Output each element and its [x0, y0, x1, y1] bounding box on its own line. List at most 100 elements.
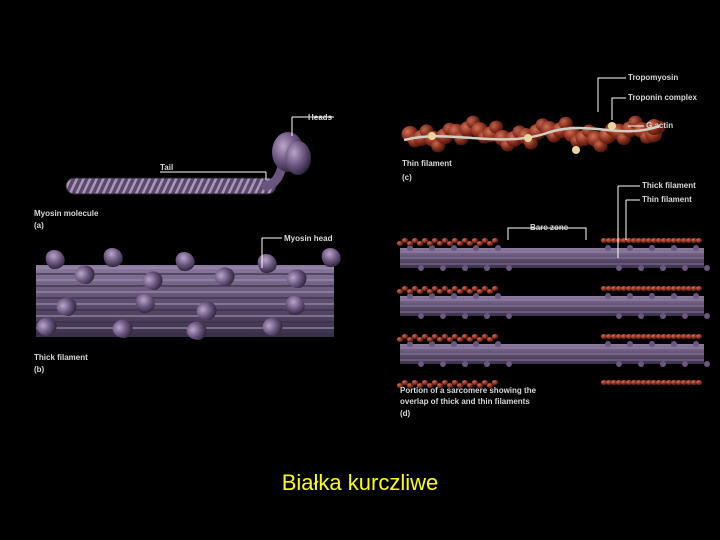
troponin-complex-1	[428, 132, 436, 140]
thin-filament-bead	[426, 382, 434, 389]
cross-bridge	[638, 313, 644, 319]
myosin-tail	[65, 177, 277, 195]
myosin-head-shape	[45, 249, 65, 270]
cross-bridge	[495, 245, 501, 251]
thin-filament-bead	[645, 285, 653, 292]
thin-filament-bead	[665, 237, 673, 244]
thin-filament-bead	[640, 379, 648, 386]
thin-filament-bead	[476, 240, 484, 247]
thin-filament-bead	[610, 285, 618, 292]
thin-filament-bead	[406, 382, 414, 389]
cross-bridge	[506, 313, 512, 319]
cross-bridge	[693, 293, 699, 299]
thin-filament-bead	[605, 379, 613, 386]
cross-bridge	[649, 341, 655, 347]
cross-bridge	[407, 245, 413, 251]
cross-bridge	[451, 341, 457, 347]
myosin-head-bulb	[196, 301, 217, 321]
thin-filament-bead	[680, 237, 688, 244]
thin-filament-bead	[411, 285, 419, 292]
thin-filament-bead	[401, 237, 409, 244]
sarcomere-caption-line-1: Portion of a sarcomere showing the	[400, 386, 537, 395]
thin-filament-bead	[451, 237, 459, 244]
thin-filament-bead	[640, 237, 648, 244]
thin-filament-bead	[471, 285, 479, 292]
thin-filament-bead	[695, 285, 703, 292]
thin-filament-bead	[630, 379, 638, 386]
myosin-head-shape	[112, 319, 133, 339]
thin-filament-bead	[441, 379, 449, 386]
thin-filament-bead	[411, 379, 419, 386]
thin-filament-bead	[486, 288, 494, 295]
thin-filament-bead	[456, 240, 464, 247]
actin-beads	[401, 115, 666, 153]
cross-bridge	[693, 245, 699, 251]
thin-filament-bead	[670, 333, 678, 340]
myosin-head-bulb	[74, 265, 95, 285]
thin-filament-bead	[451, 285, 459, 292]
myosin-head-shape	[135, 293, 155, 314]
cross-bridge	[649, 245, 655, 251]
thin-filament-bead	[690, 285, 698, 292]
cross-bridge	[440, 313, 446, 319]
thin-filament-bead	[441, 237, 449, 244]
thin-filament-bead	[476, 288, 484, 295]
thin-filament-bead	[600, 333, 608, 340]
thin-filament-bead	[630, 333, 638, 340]
cross-bridge	[671, 245, 677, 251]
thin-filament-bead	[421, 379, 429, 386]
cross-bridge	[451, 245, 457, 251]
thin-filament-bead	[630, 285, 638, 292]
thin-filament-bead	[670, 285, 678, 292]
myosin-head-shape	[214, 267, 235, 287]
thin-filament-bead	[665, 333, 673, 340]
thin-filament-bead	[436, 382, 444, 389]
thin-filament-bead	[441, 333, 449, 340]
thin-filament-bead	[615, 237, 623, 244]
thin-filament-bead	[660, 333, 668, 340]
thin-filament-bead	[605, 333, 613, 340]
thin-filament-bead	[481, 379, 489, 386]
thin-filament-bead	[650, 333, 658, 340]
cross-bridge	[506, 265, 512, 271]
cross-bridge	[429, 245, 435, 251]
thin-filament-bead	[456, 382, 464, 389]
myosin-head-bulb	[36, 317, 57, 337]
thin-filament-bead	[451, 379, 459, 386]
cross-bridge	[704, 313, 710, 319]
thin-filament-bead	[680, 379, 688, 386]
thin-filament-label: Thin filament	[402, 159, 452, 168]
thin-filament-bead	[481, 333, 489, 340]
cross-bridge	[704, 265, 710, 271]
myosin-head-bulb	[56, 297, 77, 317]
thin-filament-bead	[610, 333, 618, 340]
thin-filament-bead	[456, 336, 464, 343]
myosin-molecule	[65, 116, 334, 195]
myosin-head-label: Myosin head	[284, 234, 333, 243]
thin-filament-bead	[635, 285, 643, 292]
cross-bridge	[638, 265, 644, 271]
thin-filament-bead	[675, 379, 683, 386]
thin-filament-bead	[401, 379, 409, 386]
thin-filament-bead	[670, 379, 678, 386]
thin-filament-bead	[640, 285, 648, 292]
thick-filament-heads	[36, 247, 341, 341]
thin-filament-bead	[401, 285, 409, 292]
g-actin-label: G actin	[646, 121, 674, 130]
thin-filament-bead	[660, 237, 668, 244]
thin-filament-bead	[640, 333, 648, 340]
troponin-complex-3	[572, 146, 580, 154]
cross-bridge	[429, 293, 435, 299]
thin-filament-bead	[466, 240, 474, 247]
myosin-head-shape	[56, 297, 77, 317]
cross-bridge	[407, 293, 413, 299]
thin-filament-d-label: Thin filament	[642, 195, 692, 204]
thin-filament-bead	[645, 237, 653, 244]
thin-filament-bead	[471, 379, 479, 386]
cross-bridge	[473, 293, 479, 299]
thin-filament-bead	[620, 333, 628, 340]
cross-bridge	[649, 293, 655, 299]
thin-filament-bead	[431, 333, 439, 340]
thin-filament-bead	[600, 285, 608, 292]
thin-filament-bead	[600, 379, 608, 386]
